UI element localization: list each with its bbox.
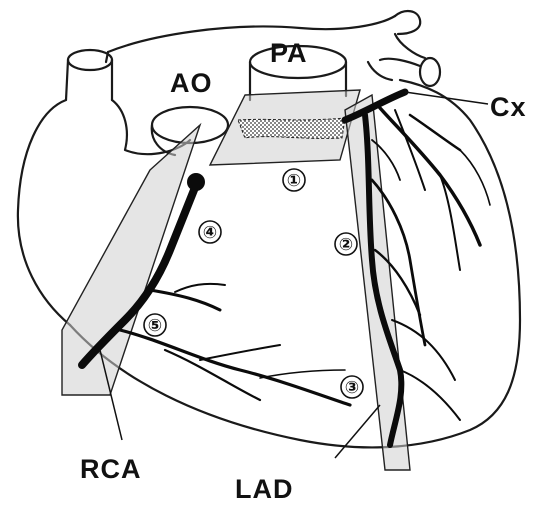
section-marker-5: ⑤ <box>144 314 166 336</box>
section-marker-1: ① <box>283 169 305 191</box>
section-plane-4 <box>62 125 200 395</box>
svg-text:⑤: ⑤ <box>148 316 162 335</box>
lad-leader <box>335 405 380 458</box>
label-ao: AO <box>170 68 213 98</box>
label-lad: LAD <box>235 474 294 504</box>
section-marker-4: ④ <box>199 221 221 243</box>
label-rca: RCA <box>80 454 142 484</box>
section-marker-2: ② <box>335 233 357 255</box>
svg-text:②: ② <box>339 235 353 254</box>
cx-leader <box>405 92 488 104</box>
section-marker-3: ③ <box>341 376 363 398</box>
label-cx: Cx <box>490 92 527 122</box>
svg-text:①: ① <box>287 171 301 190</box>
section-plane-1 <box>210 90 360 165</box>
label-pa: PA <box>270 38 308 68</box>
svg-text:③: ③ <box>345 378 359 397</box>
svg-text:④: ④ <box>203 223 217 242</box>
